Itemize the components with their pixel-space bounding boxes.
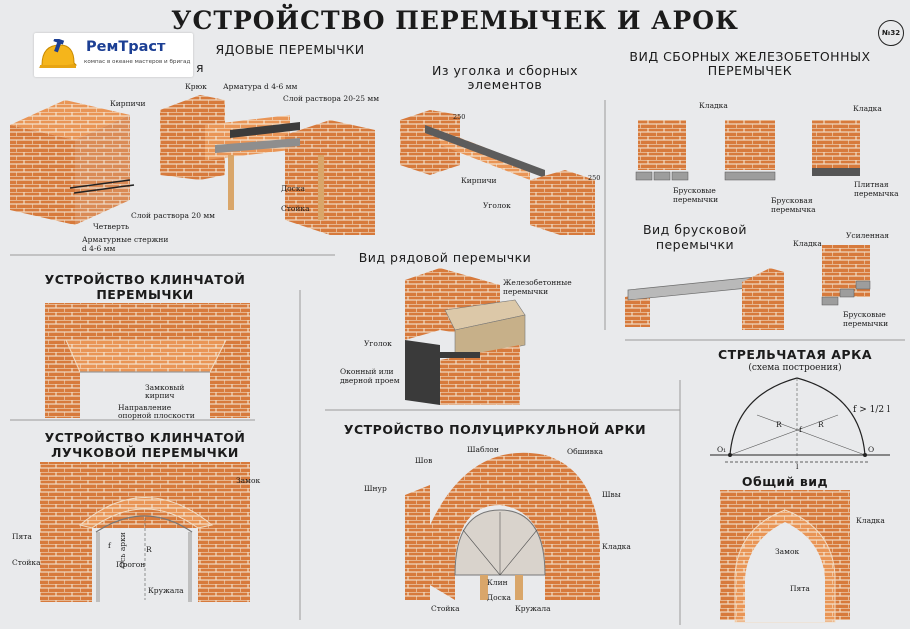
semicircular-arch xyxy=(405,452,600,600)
label-mortar20: Слой раствора 20 мм xyxy=(131,211,216,220)
label-rods-d: d 4-6 мм xyxy=(82,244,116,253)
label-wa-f: f xyxy=(108,541,111,550)
label-sa-template: Шаблон xyxy=(467,445,499,454)
label-rebar: Арматура d 4-6 мм xyxy=(223,82,298,91)
label-sa-seam: Шов xyxy=(415,456,433,465)
label-precast-bar1a: Брусковые xyxy=(673,186,716,195)
ordinary-lintel-block xyxy=(10,100,135,225)
label-angle-dim-left: 250 xyxy=(453,113,466,121)
label-gv-heel: Пята xyxy=(790,584,810,593)
label-wa-span: Прогон xyxy=(116,560,146,569)
label-post: Стойка xyxy=(281,204,310,213)
label-sa-post: Стойка xyxy=(431,604,460,613)
label-sa-seams: Швы xyxy=(602,490,621,499)
label-sa-board: Доска xyxy=(487,593,511,602)
label-wa-centering: Кружала xyxy=(148,586,184,595)
pointed-arch-subtitle: (схема построения) xyxy=(748,363,842,373)
label-precast-bar1b: перемычки xyxy=(673,195,719,204)
label-mortar2025: Слой раствора 20-25 мм xyxy=(283,94,380,103)
label-wa-heel: Пята xyxy=(12,532,32,541)
wedge-arch-title-1: УСТРОЙСТВО КЛИНЧАТОЙ xyxy=(44,430,246,445)
bar-lintel-view xyxy=(625,245,871,330)
logo-name: РемТраст xyxy=(86,39,166,55)
label-bar-view-bars-b: перемычки xyxy=(843,319,889,328)
ordinary-lintels-subtitle: я xyxy=(195,60,205,75)
label-pa-o: O xyxy=(868,445,875,454)
label-pa-l: l xyxy=(796,462,799,471)
label-bar-view-bars-a: Брусковые xyxy=(843,310,886,319)
label-pa-r1: R xyxy=(776,420,782,429)
label-wedge-dir-b: опорной плоскости xyxy=(118,411,195,420)
precast-title-1: ВИД СБОРНЫХ ЖЕЛЕЗОБЕТОННЫХ xyxy=(629,49,871,64)
label-angle-bricks: Кирпичи xyxy=(461,176,497,185)
label-wedge-key-a: Замковый xyxy=(145,383,185,392)
ordinary-view-title: Вид рядовой перемычки xyxy=(358,250,532,265)
label-pa-f: f xyxy=(799,425,802,434)
label-wa-lock: Замок xyxy=(236,476,261,485)
label-sa-cord: Шнур xyxy=(364,484,387,493)
label-ov-opening-a: Оконный или xyxy=(340,367,394,376)
label-quarter: Четверть xyxy=(93,222,130,231)
label-angle-dim-right: 250 xyxy=(588,174,601,182)
angle-lintel xyxy=(400,110,595,235)
label-precast-plate-b: перемычка xyxy=(854,189,899,198)
label-bar-view-masonry: Кладка xyxy=(793,239,822,248)
label-angle: Уголок xyxy=(483,201,511,210)
wedge-lintel xyxy=(45,303,250,418)
pointed-arch-general-view xyxy=(720,490,850,623)
page-title: УСТРОЙСТВО ПЕРЕМЫЧЕК И АРОК xyxy=(171,6,739,35)
label-sa-masonry: Кладка xyxy=(602,542,631,551)
label-hook: Крюк xyxy=(185,82,207,91)
label-pa-r2: R xyxy=(818,420,824,429)
label-pa-formula: f > 1/2 l xyxy=(853,405,890,415)
wedge-arch-lintel xyxy=(40,462,250,602)
label-pa-o1: O₁ xyxy=(717,445,727,454)
label-ov-opening-b: дверной проем xyxy=(340,376,400,385)
label-ov-angle: Уголок xyxy=(364,339,392,348)
pointed-arch-construction xyxy=(710,377,890,463)
pointed-arch-title: СТРЕЛЬЧАТАЯ АРКА xyxy=(718,347,872,362)
label-ov-rc-b: перемычки xyxy=(503,287,549,296)
label-bar-view-reinforced: Усиленная xyxy=(846,231,890,240)
label-wa-axis: Ось арки xyxy=(118,532,127,568)
helmet-icon xyxy=(38,39,78,68)
label-wedge-dir-a: Направление xyxy=(118,403,172,412)
bar-view-title-2: перемычки xyxy=(655,237,735,252)
label-gv-lock: Замок xyxy=(775,547,800,556)
angle-title-1: Из уголка и сборных xyxy=(432,63,578,78)
label-precast-plate-a: Плитная xyxy=(854,180,889,189)
label-rods: Арматурные стержни xyxy=(82,235,169,244)
label-wa-post: Стойка xyxy=(12,558,41,567)
label-wedge-key-b: кирпич xyxy=(145,391,175,400)
label-board: Доска xyxy=(281,184,305,193)
angle-title-2: элементов xyxy=(467,77,543,92)
ordinary-lintel-formwork xyxy=(160,95,375,235)
precast-title-2: ПЕРЕМЫЧЕК xyxy=(707,63,793,78)
label-precast-masonry-2: Кладка xyxy=(853,104,882,113)
label-wa-R: R xyxy=(146,545,152,554)
ordinary-lintel-view xyxy=(405,268,526,405)
label-sa-wedge: Клин xyxy=(487,578,508,587)
precast-lintels xyxy=(635,120,860,181)
ordinary-lintels-title: ядовые перемычки xyxy=(215,42,365,57)
general-view-title: Общий вид xyxy=(741,474,829,489)
semi-arch-title: УСТРОЙСТВО ПОЛУЦИРКУЛЬНОЙ АРКИ xyxy=(343,422,647,437)
label-sa-centering: Кружала xyxy=(515,604,551,613)
wedge-title-2: ПЕРЕМЫЧКИ xyxy=(96,287,194,302)
label-precast-masonry-1: Кладка xyxy=(699,101,728,110)
logo[interactable]: РемТраст компас в океане мастеров и бриг… xyxy=(34,33,193,77)
logo-tagline: компас в океане мастеров и бригад xyxy=(84,59,191,65)
label-precast-bar2a: Брусковая xyxy=(771,196,813,205)
poster-number-badge: №32 xyxy=(878,20,904,46)
label-bricks: Кирпичи xyxy=(110,99,146,108)
label-ov-rc-a: Железобетонные xyxy=(503,278,572,287)
label-gv-masonry: Кладка xyxy=(856,516,885,525)
label-precast-bar2b: перемычка xyxy=(771,205,816,214)
wedge-title-1: УСТРОЙСТВО КЛИНЧАТОЙ xyxy=(44,272,246,287)
label-sa-sheathing: Обшивка xyxy=(567,447,604,456)
wedge-arch-title-2: ЛУЧКОВОЙ ПЕРЕМЫЧКИ xyxy=(51,445,239,460)
bar-view-title-1: Вид брусковой xyxy=(642,222,748,237)
